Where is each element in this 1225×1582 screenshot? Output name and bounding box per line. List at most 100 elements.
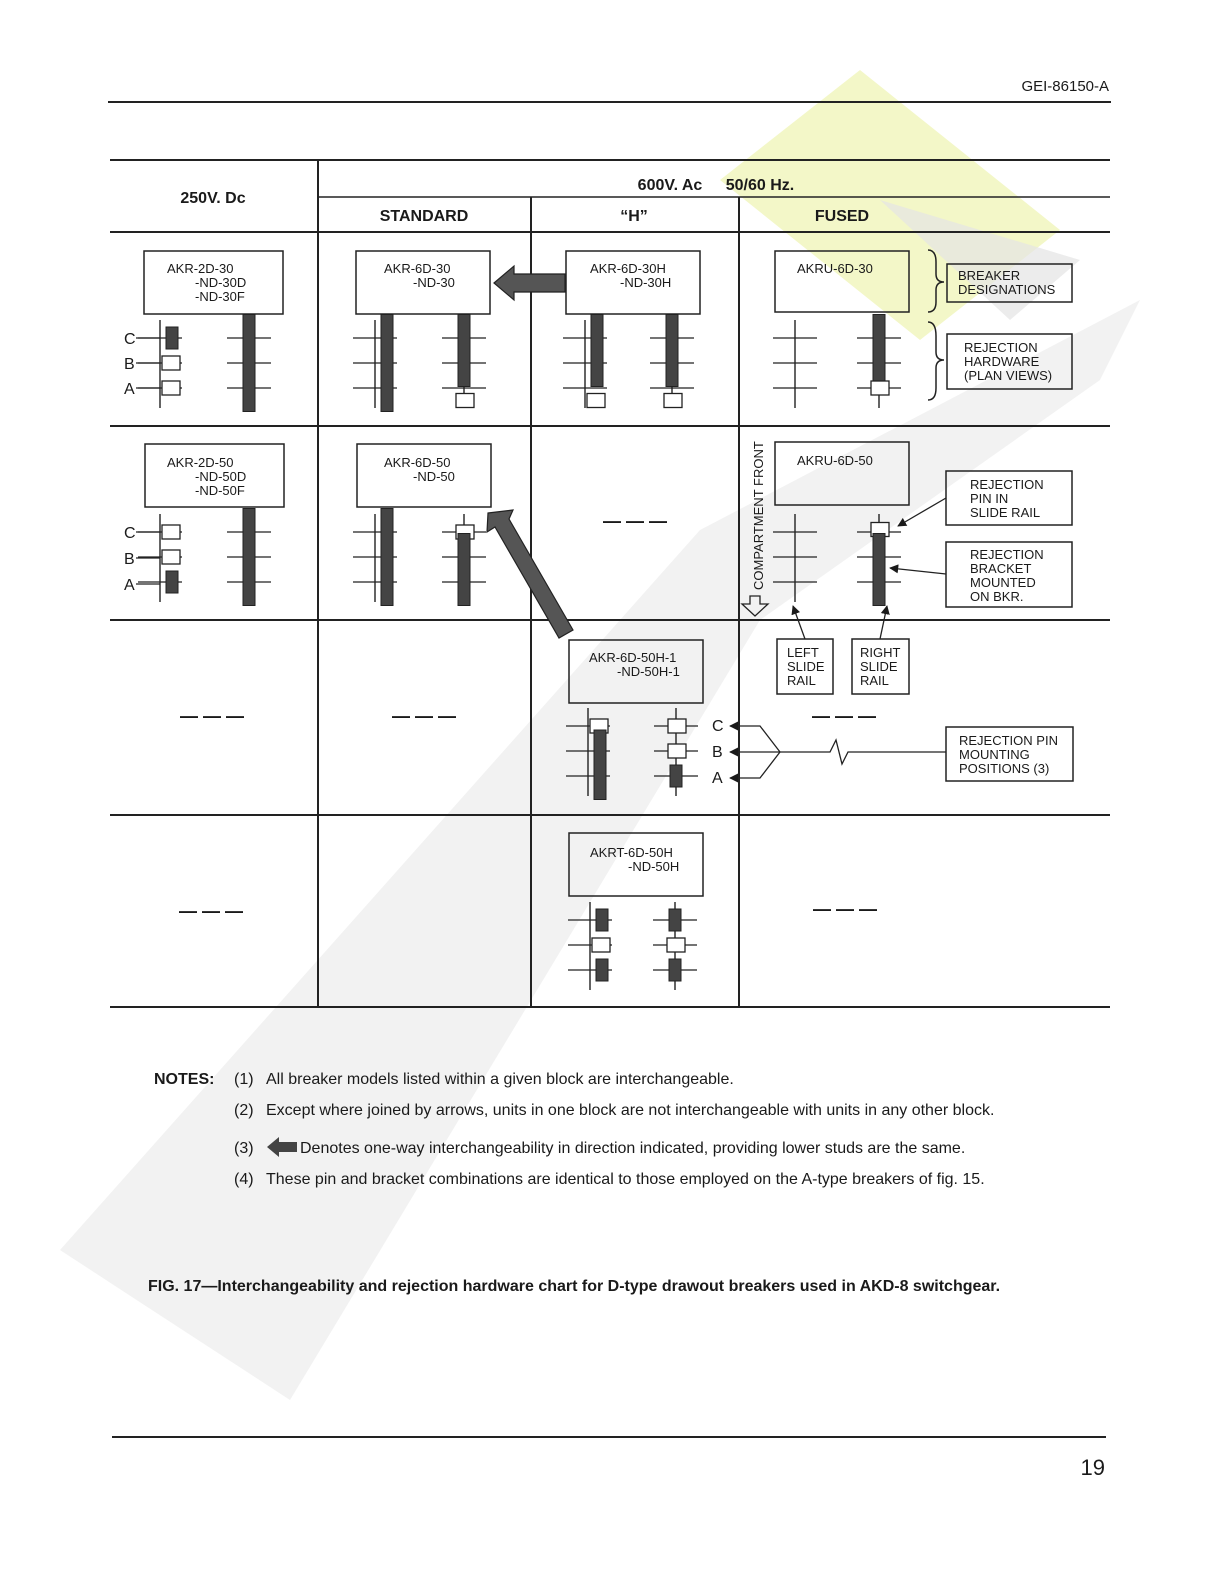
- r4-h-left-bracket: [595, 908, 609, 932]
- r1-h-line2: -ND-30H: [620, 275, 671, 290]
- r2-dc-line1: AKR-2D-50: [167, 455, 233, 470]
- cb-pp-2: MOUNTING: [959, 747, 1030, 762]
- box-r1-h: [565, 250, 701, 315]
- designation-texts: AKR-2D-30 -ND-30D -ND-30F AKR-6D-30 -ND-…: [167, 261, 873, 874]
- cb-rs-3: RAIL: [860, 673, 889, 688]
- r1-std-line2: -ND-30: [413, 275, 455, 290]
- cb-rs-2: SLIDE: [860, 659, 898, 674]
- r1-label-a: A: [124, 381, 135, 398]
- r3-h-line2: -ND-50H-1: [617, 664, 680, 679]
- r4-dc-empty: — — —: [179, 901, 243, 921]
- r2-label-b: B: [124, 551, 135, 568]
- r1-label-b: B: [124, 356, 135, 373]
- arrow-h-to-standard: [493, 264, 566, 302]
- note-1-num: (1): [234, 1071, 254, 1088]
- r4-h-line1: AKRT-6D-50H: [590, 845, 673, 860]
- r1-fused-right-bracket: [872, 314, 886, 387]
- cb-rb-3: MOUNTED: [970, 575, 1036, 590]
- cb-pp-3: POSITIONS (3): [959, 761, 1049, 776]
- box-r3-h: [568, 639, 704, 704]
- r4-h-right-pin: [666, 937, 686, 953]
- r2-dc-left-pin: [161, 549, 181, 565]
- leader-pin-positions-break: [780, 738, 946, 766]
- compartment-front-arrow: [740, 595, 770, 617]
- table-grid: [110, 159, 1110, 1008]
- box-r2-std: [356, 443, 492, 508]
- r3-dc-empty: — — —: [180, 706, 244, 726]
- header-h: “H”: [620, 208, 648, 225]
- pin-letter-labels: C B A C B A C B A: [124, 331, 724, 787]
- callout-box-breaker-designations: [946, 263, 1073, 303]
- leader-rejection-pin: [897, 497, 947, 527]
- r3-label-a: A: [712, 770, 723, 787]
- callout-box-rejection-hardware: [946, 333, 1073, 390]
- note-4-text: These pin and bracket combinations are i…: [266, 1171, 985, 1188]
- box-r2-dc: [144, 443, 285, 508]
- leader-right-rail: [879, 605, 890, 640]
- arrow-h1-to-standard: [486, 509, 574, 639]
- header-fused: FUSED: [815, 208, 869, 225]
- r4-h-line2: -ND-50H: [628, 859, 679, 874]
- r1-std-right-pin: [455, 392, 475, 409]
- leader-pin-a: [729, 751, 781, 783]
- footer-rule: [112, 1436, 1106, 1438]
- r2-fused-right-bracket: [872, 533, 886, 606]
- cb-bd-1: BREAKER: [958, 268, 1020, 283]
- r3-h-right-pin: [667, 718, 687, 734]
- r3-h-right-pin: [667, 743, 687, 759]
- cb-bd-2: DESIGNATIONS: [958, 282, 1056, 297]
- r2-label-a: A: [124, 577, 135, 594]
- header-50-60hz: 50/60 Hz.: [726, 177, 794, 194]
- leader-rejection-bracket: [889, 564, 947, 575]
- box-r1-fused: [774, 250, 910, 313]
- designation-boxes: [143, 250, 910, 897]
- notes-heading: NOTES:: [154, 1071, 215, 1088]
- one-way-arrow-icon: [267, 1137, 297, 1157]
- r2-std-left-bracket: [380, 508, 394, 606]
- leader-left-rail: [791, 605, 806, 640]
- interchangeability-chart: 250V. Dc 600V. Ac 50/60 Hz. STANDARD “H”…: [110, 159, 1110, 1008]
- box-r4-h: [568, 832, 704, 897]
- r1-fused-right-pin: [870, 380, 890, 396]
- cb-rp-1: REJECTION: [970, 477, 1044, 492]
- r3-h-line1: AKR-6D-50H-1: [589, 650, 676, 665]
- r2-std-line1: AKR-6D-50: [384, 455, 450, 470]
- r3-fused-empty: — — —: [812, 706, 876, 726]
- box-r1-dc: [143, 250, 284, 315]
- note-1: (1)All breaker models listed within a gi…: [234, 1070, 734, 1090]
- note-2: (2) Except where joined by arrows, units …: [234, 1101, 994, 1121]
- r1-dc-left-pin: [161, 355, 181, 371]
- note-4-num: (4): [234, 1171, 254, 1188]
- note-2-num: (2): [234, 1102, 254, 1119]
- r1-h-right-pin: [663, 392, 683, 409]
- r1-dc-line2: -ND-30D: [195, 275, 246, 290]
- header-rule: [108, 101, 1111, 103]
- r1-std-line1: AKR-6D-30: [384, 261, 450, 276]
- note-3-text: Denotes one-way interchangeability in di…: [300, 1140, 966, 1157]
- r3-std-empty: — — —: [392, 706, 456, 726]
- header-standard: STANDARD: [380, 208, 469, 225]
- note-3: (3)Denotes one-way interchangeability in…: [234, 1136, 965, 1159]
- cb-rh-2: HARDWARE: [964, 354, 1040, 369]
- r1-dc-left-pin: [161, 380, 181, 396]
- r1-std-right-bracket: [457, 314, 471, 387]
- cb-rb-1: REJECTION: [970, 547, 1044, 562]
- cb-rp-3: SLIDE RAIL: [970, 505, 1040, 520]
- r3-h-right-bracket: [669, 764, 683, 788]
- cb-ls-2: SLIDE: [787, 659, 825, 674]
- r1-dc-line3: -ND-30F: [195, 289, 245, 304]
- empty-cell-dashes: — — — — — — — — — — — — — — — — — —: [179, 511, 877, 921]
- note-4: (4) These pin and bracket combinations ar…: [234, 1170, 985, 1190]
- r1-h-right-bracket: [665, 314, 679, 387]
- leader-pin-c: [729, 721, 781, 753]
- cb-rb-4: ON BKR.: [970, 589, 1023, 604]
- cb-rs-1: RIGHT: [860, 645, 901, 660]
- r2-h-empty: — — —: [603, 511, 667, 531]
- cb-ls-1: LEFT: [787, 645, 819, 660]
- note-2-text: Except where joined by arrows, units in …: [266, 1102, 995, 1119]
- cb-rb-2: BRACKET: [970, 561, 1031, 576]
- r4-h-left-pin: [591, 937, 611, 953]
- cb-ls-3: RAIL: [787, 673, 816, 688]
- r3-h-left-bracket: [593, 729, 607, 800]
- r2-label-c: C: [124, 525, 136, 542]
